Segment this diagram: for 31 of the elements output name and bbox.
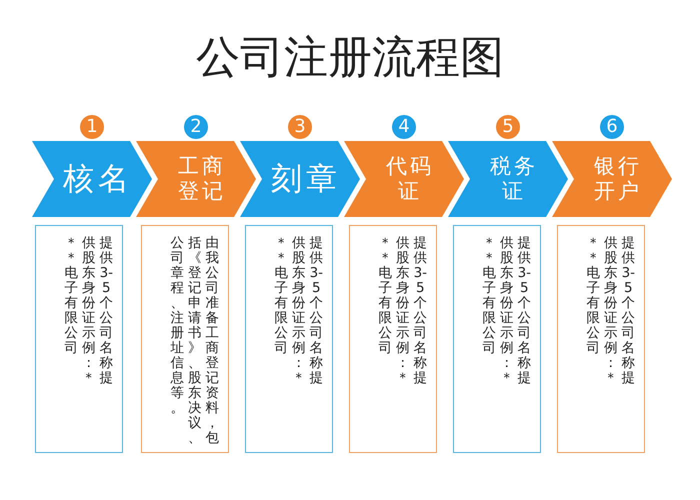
step-number: 1 xyxy=(80,115,104,139)
chevron-step xyxy=(552,141,672,217)
chevron-step xyxy=(136,141,256,217)
description-box xyxy=(349,225,437,453)
chevron-step xyxy=(32,141,152,217)
description-text: 提供3-5个公司名称提供股东身份证示例：＊＊＊电子有限公司 xyxy=(64,236,114,386)
step-label: 代码证 xyxy=(385,154,435,204)
step-number: 2 xyxy=(184,115,208,139)
description-box xyxy=(35,225,123,453)
step-label: 银行开户 xyxy=(593,154,643,204)
chevron-step xyxy=(240,141,360,217)
description-box xyxy=(141,225,229,453)
description-box xyxy=(557,225,645,453)
description-text: 提供3-5个公司名称提供股东身份证示例：＊＊＊电子有限公司 xyxy=(274,236,324,386)
step-number: 6 xyxy=(600,115,624,139)
description-box xyxy=(245,225,333,453)
step-label: 工商登记 xyxy=(177,154,227,204)
description-text: 由我公司准备工商登记资料，包括《登记申请书》、股东决议、公司章程、注册址信息等。 xyxy=(170,236,220,446)
step-number: 5 xyxy=(496,115,520,139)
chevron-step xyxy=(344,141,464,217)
description-text: 提供3-5个公司名称提供股东身份证示例：＊＊＊电子有限公司 xyxy=(586,236,636,386)
description-box xyxy=(453,225,541,453)
description-text: 提供3-5个公司名称提供股东身份证示例：＊＊＊电子有限公司 xyxy=(378,236,428,386)
description-text: 提供3-5个公司名称提供股东身份证示例：＊＊＊电子有限公司 xyxy=(482,236,532,386)
title: 公司注册流程图 xyxy=(195,31,505,85)
chevron-step xyxy=(448,141,568,217)
step-label: 核名 xyxy=(63,160,133,199)
step-number: 3 xyxy=(288,115,312,139)
step-label: 税务证 xyxy=(489,154,539,204)
step-number: 4 xyxy=(392,115,416,139)
step-label: 刻章 xyxy=(271,160,341,199)
